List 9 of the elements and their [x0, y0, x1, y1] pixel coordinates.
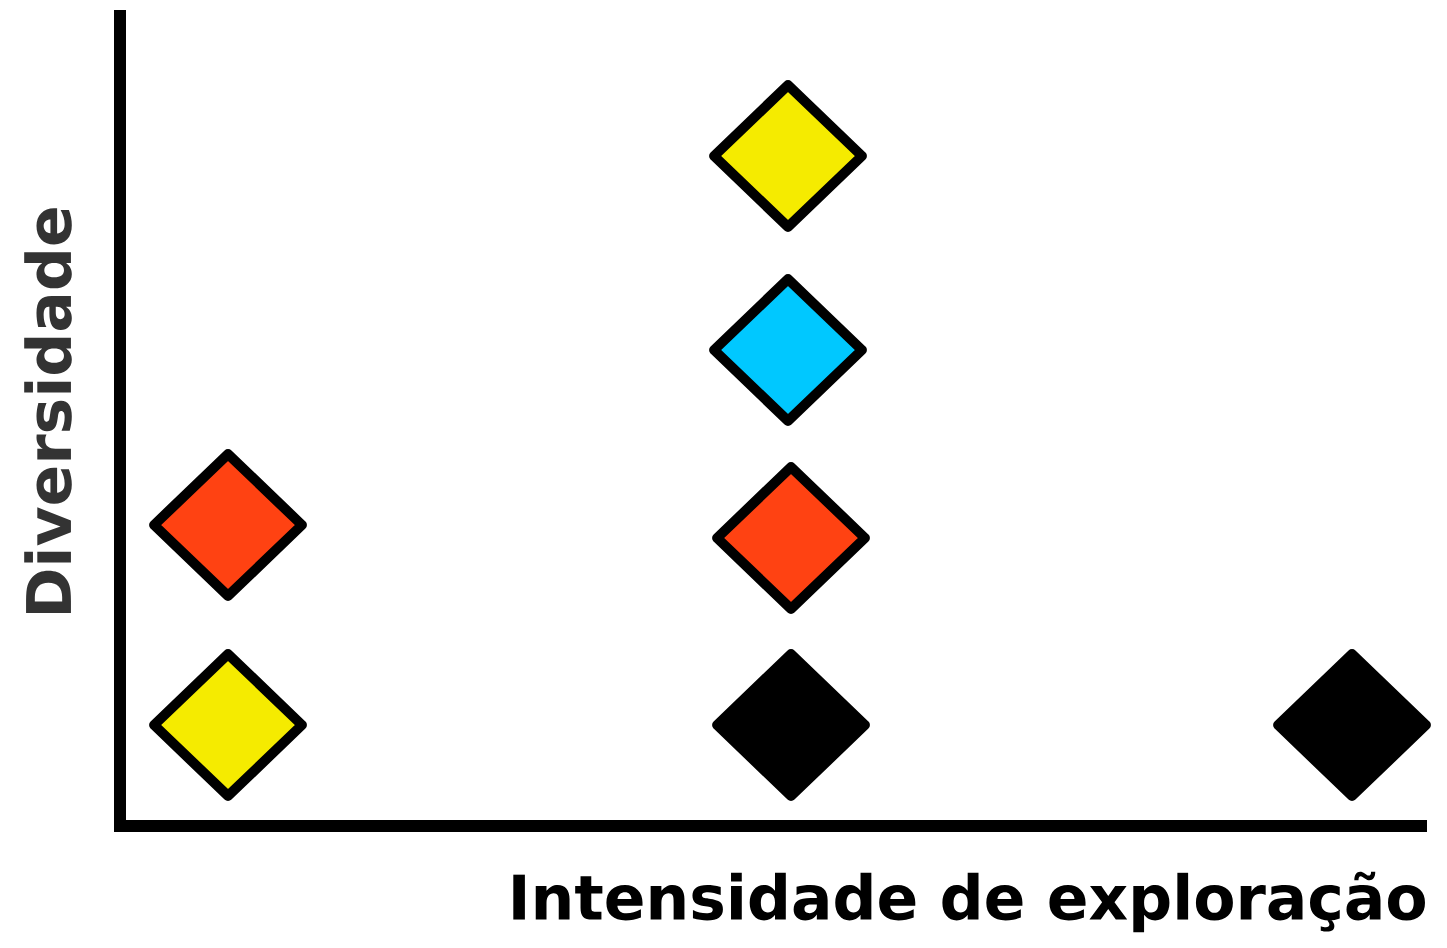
- diamond-marker: [712, 462, 870, 614]
- axis-title: Intensidade de exploração: [513, 871, 1425, 933]
- diamond-marker: [149, 649, 307, 801]
- diamond-marker: [1273, 649, 1431, 801]
- diamond-marker: [712, 649, 870, 801]
- diamond-marker: [709, 80, 867, 232]
- diamond-marker: [149, 449, 307, 601]
- axis-title: Diversidade: [24, 208, 72, 613]
- diamond-marker: [709, 274, 867, 426]
